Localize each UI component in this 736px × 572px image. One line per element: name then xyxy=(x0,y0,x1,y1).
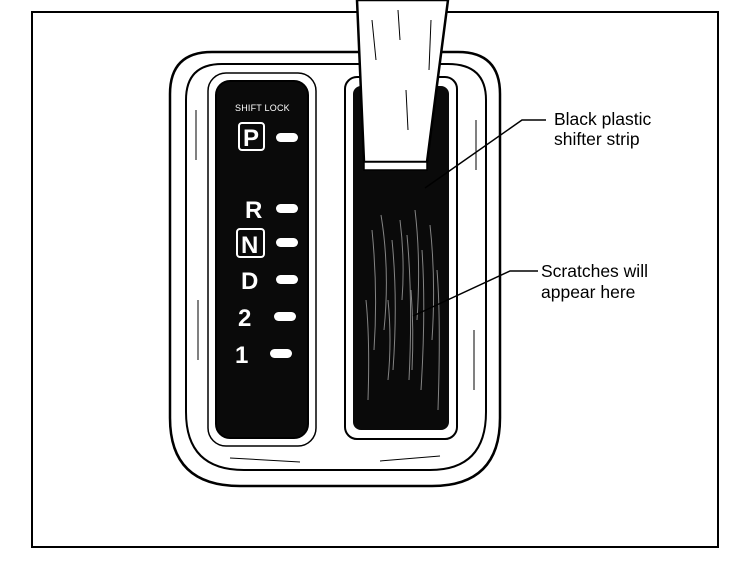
callout-scratch-line1: Scratches will xyxy=(541,261,648,281)
gear-p-label: P xyxy=(243,125,259,152)
gear-indicator-panel xyxy=(215,80,309,439)
leader-line-scratches xyxy=(412,270,538,317)
gear-d-slot xyxy=(276,275,298,284)
gear-2-label: 2 xyxy=(238,305,251,332)
gear-1-slot xyxy=(270,349,292,358)
gear-r-label: R xyxy=(245,197,262,224)
gear-positions: P R N D 2 1 xyxy=(235,122,298,369)
console-bezel xyxy=(185,63,487,471)
callout-scratch-line2: appear here xyxy=(541,282,635,302)
gear-n-label: N xyxy=(241,232,258,259)
callout-strip-line1: Black plastic xyxy=(554,109,652,129)
gear-1-label: 1 xyxy=(235,342,248,369)
gear-n-slot xyxy=(276,238,298,247)
gear-n-box xyxy=(236,228,265,258)
gear-r-slot xyxy=(276,204,298,213)
shifter-strip xyxy=(353,86,449,430)
gear-p-box xyxy=(238,122,265,151)
shift-lock-label: SHIFT LOCK xyxy=(235,103,290,113)
leader-line-strip xyxy=(424,119,546,189)
gear-d-label: D xyxy=(241,268,258,295)
gear-p-slot xyxy=(276,133,298,142)
bezel-shading xyxy=(195,110,477,463)
gear-2-slot xyxy=(274,312,296,321)
callout-strip-line2: shifter strip xyxy=(554,129,640,149)
scratch-texture xyxy=(365,209,440,411)
